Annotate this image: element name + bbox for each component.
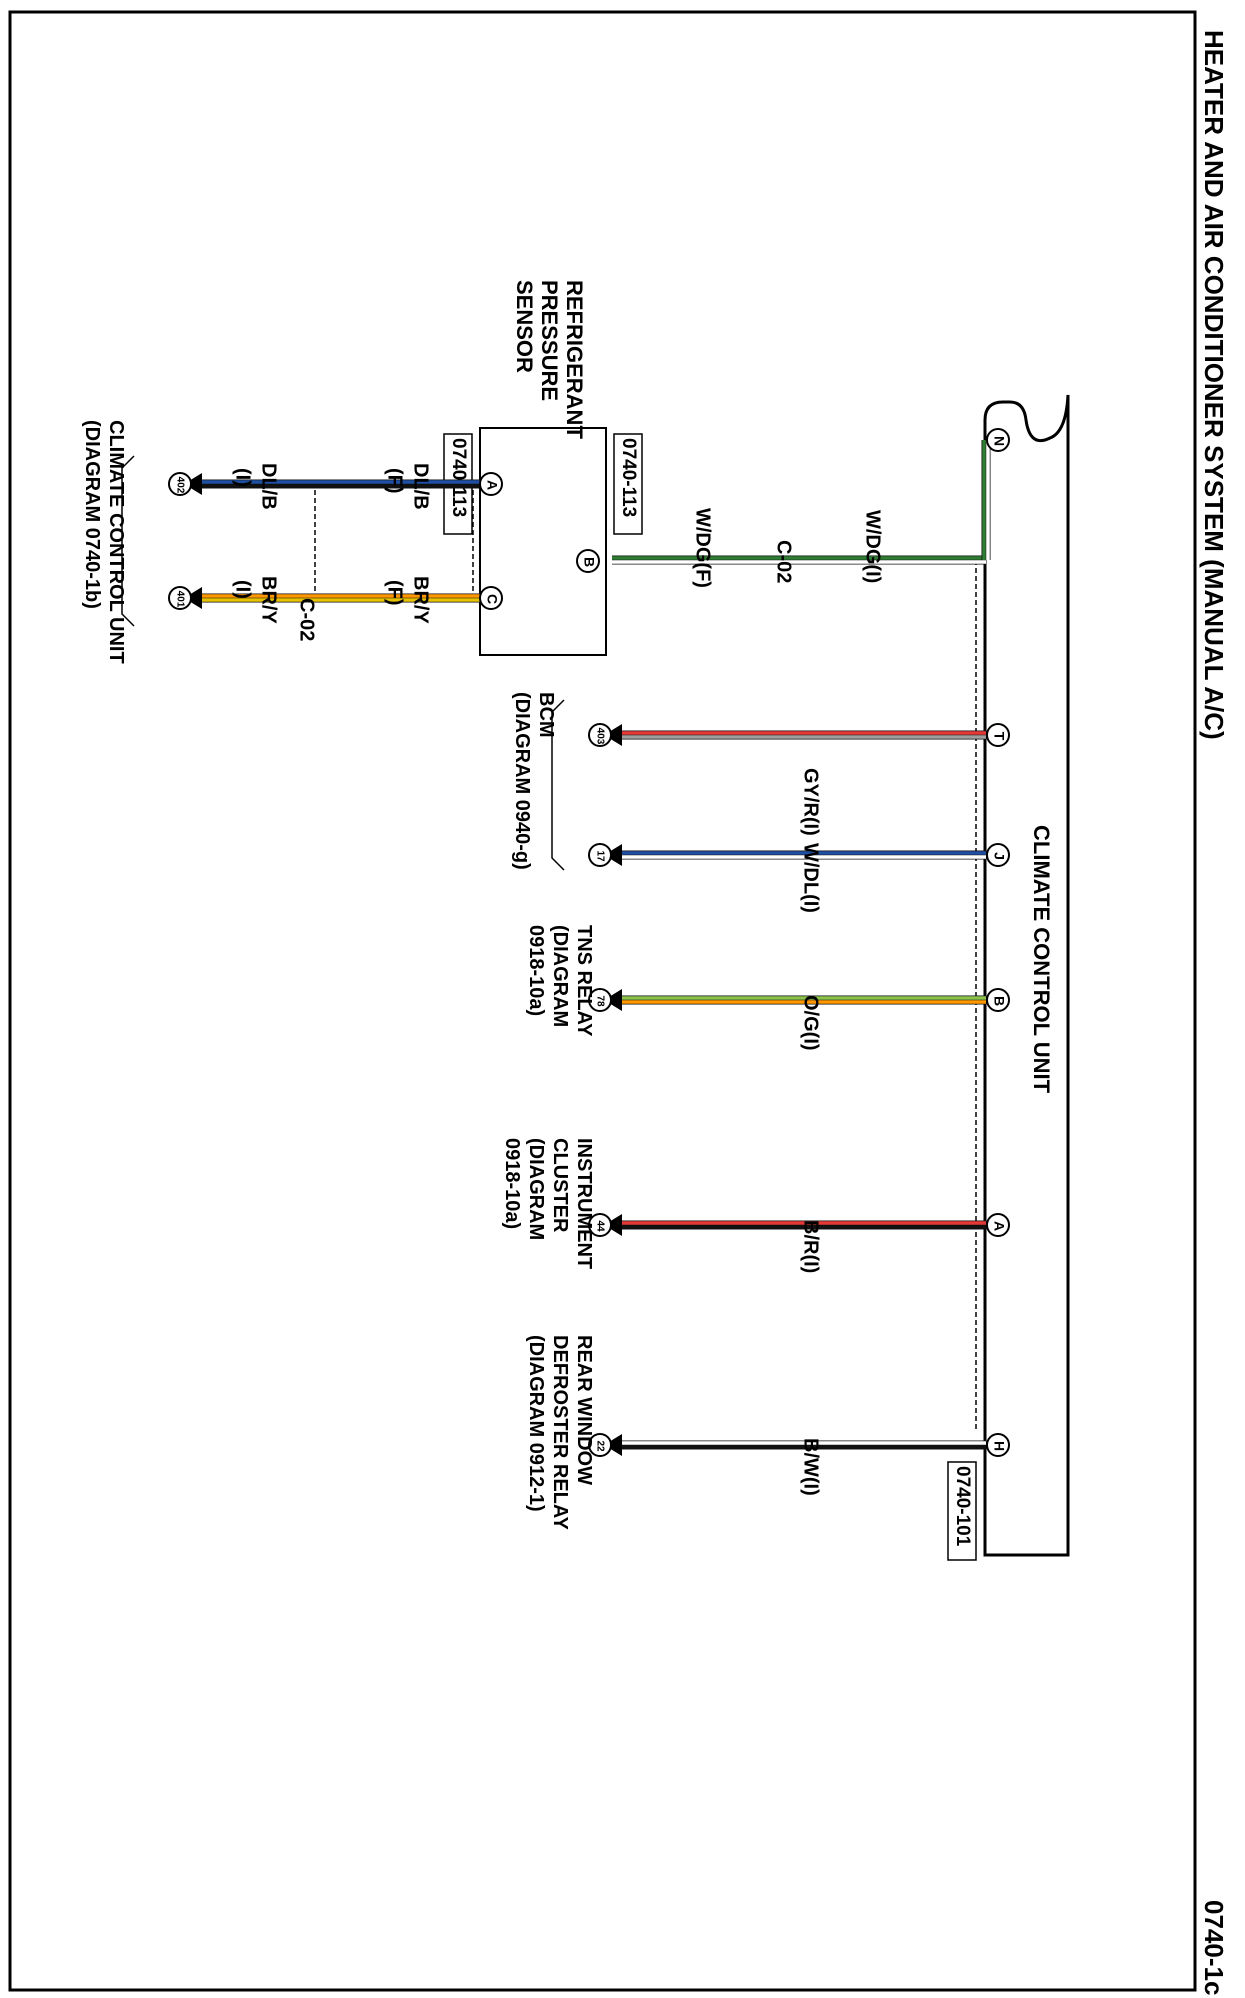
ccu-main-label: CLIMATE CONTROL UNIT <box>1029 825 1054 1094</box>
sensor-pin-c: C <box>484 594 500 604</box>
wire-label-b: O/G(I) <box>800 995 822 1051</box>
ccu-b-label: CLIMATE CONTROL UNIT <box>105 420 127 664</box>
wires <box>190 440 991 1450</box>
sensor-wire-a-bottom-suffix: (I) <box>232 468 254 487</box>
ccu-pin-j-label: J <box>991 852 1007 860</box>
sensor-pin-a: A <box>484 480 500 490</box>
sensor-wire-a-top: DL/B <box>410 463 432 510</box>
wire-label-t: GY/R(I) <box>800 768 822 836</box>
sensor-pin-a-circle <box>479 472 503 496</box>
bcm-pin-17-label: 17 <box>594 850 605 862</box>
tns-pin-label: 78 <box>594 995 605 1007</box>
tns-label-1: TNS RELAY <box>573 925 595 1037</box>
ccu-pin-h-label: H <box>991 1441 1007 1451</box>
wire-label-j: W/DL(I) <box>800 843 822 913</box>
sensor-ref-box-b <box>613 433 643 535</box>
c02-label-top: C-02 <box>773 540 795 583</box>
sensor-wire-c-bottom: BR/Y <box>258 576 280 624</box>
page-number: 0740-1c <box>1199 1900 1229 1995</box>
ccu-b-pin-401-label: 401 <box>174 591 185 608</box>
ccu-pin-h: H <box>986 1433 1010 1457</box>
bcm-bracket <box>551 699 565 871</box>
sensor-pin-b-circle <box>576 549 600 573</box>
bcm-pin-403: 403 <box>588 723 622 747</box>
ccu-pin-j: J <box>986 843 1010 867</box>
cluster-label-1: INSTRUMENT <box>573 1138 595 1269</box>
c02-label-bottom: C-02 <box>296 598 318 641</box>
wire-label-h: B/W(I) <box>800 1438 822 1496</box>
ccu-pin-b-label: B <box>991 996 1007 1006</box>
sensor-pin-c-circle <box>479 586 503 610</box>
ccu-pin-b: B <box>986 988 1010 1012</box>
bcm-diagram-ref: (DIAGRAM 0940-g) <box>511 692 533 870</box>
ccu-b-pin-402: 402 <box>168 472 202 496</box>
ccu-b-bracket <box>121 455 135 627</box>
ccu-pin-t-label: T <box>991 732 1007 741</box>
sensor-label-2: PRESSURE <box>537 280 562 401</box>
wire-n <box>612 555 986 565</box>
rear-pin: 22 <box>588 1433 622 1457</box>
rear-label-1: REAR WINDOW <box>573 1335 595 1485</box>
wire-label-n-lower: W/DG(F) <box>692 508 714 588</box>
wire-n-drop <box>981 440 991 560</box>
ccu-b-diagram-ref: (DIAGRAM 0740-1b) <box>81 420 103 609</box>
sensor-ref-b: 0740-113 <box>618 438 639 517</box>
wire-a <box>610 1220 986 1230</box>
wire-label-n: W/DG(I) <box>862 510 884 583</box>
page-frame <box>8 10 1197 1992</box>
sensor-wire-a-bottom: DL/B <box>258 463 280 510</box>
ccu-pin-a-label: A <box>991 1221 1007 1231</box>
tns-label-2: (DIAGRAM <box>549 925 571 1027</box>
cluster-label-2: CLUSTER <box>549 1138 571 1233</box>
wire-b <box>610 995 986 1005</box>
cluster-pin: 44 <box>588 1213 622 1237</box>
cluster-label-3: (DIAGRAM <box>525 1138 547 1240</box>
sensor-wire-c-top: BR/Y <box>410 576 432 624</box>
ccu-b-pin-402-label: 402 <box>174 477 185 494</box>
sensor-wire-a-top-suffix: (F) <box>384 468 406 494</box>
sensor-wire-c-top-suffix: (F) <box>384 580 406 606</box>
ccu-main-ref-box <box>947 1461 977 1561</box>
page-title: HEATER AND AIR CONDITIONER SYSTEM (MANUA… <box>1199 30 1229 740</box>
rear-label-2: DEFROSTER RELAY <box>549 1335 571 1531</box>
wire-j <box>610 850 986 860</box>
bcm-label: BCM <box>535 692 557 738</box>
wire-sensor-a <box>190 479 480 489</box>
sensor-wire-c-bottom-suffix: (I) <box>232 580 254 599</box>
sensor-pin-b: B <box>581 557 597 567</box>
cluster-label-4: 0918-10a) <box>501 1138 523 1229</box>
destination-pins: 403 17 78 44 22 402 401 <box>168 472 622 1457</box>
ccu-pin-t: T <box>986 723 1010 747</box>
tns-pin: 78 <box>588 988 622 1012</box>
rear-pin-label: 22 <box>594 1440 605 1452</box>
sensor-ref-ac: 0740-113 <box>448 438 469 517</box>
rear-label-3: (DIAGRAM 0912-1) <box>525 1335 547 1512</box>
ccu-b-pin-401: 401 <box>168 586 202 610</box>
ccu-pins: N T J B A H <box>986 428 1010 1457</box>
ccu-pin-n: N <box>986 428 1010 452</box>
wire-sensor-c <box>190 593 480 603</box>
ccu-pin-n-label: N <box>991 436 1007 446</box>
wire-label-a: B/R(I) <box>800 1220 822 1273</box>
bcm-pin-17: 17 <box>588 843 622 867</box>
cluster-pin-label: 44 <box>594 1220 605 1232</box>
bcm-pin-403-label: 403 <box>594 728 605 745</box>
ccu-pin-a: A <box>986 1213 1010 1237</box>
sensor-label-1: REFRIGERANT <box>562 280 587 439</box>
wire-h <box>610 1440 986 1450</box>
sensor-label-3: SENSOR <box>512 280 537 373</box>
refrigerant-pressure-sensor <box>479 427 607 656</box>
tns-label-3: 0918-10a) <box>525 925 547 1016</box>
ccu-main-ref: 0740-101 <box>952 1466 973 1547</box>
ccu-main-block <box>983 394 1070 1557</box>
wire-t <box>610 730 986 740</box>
